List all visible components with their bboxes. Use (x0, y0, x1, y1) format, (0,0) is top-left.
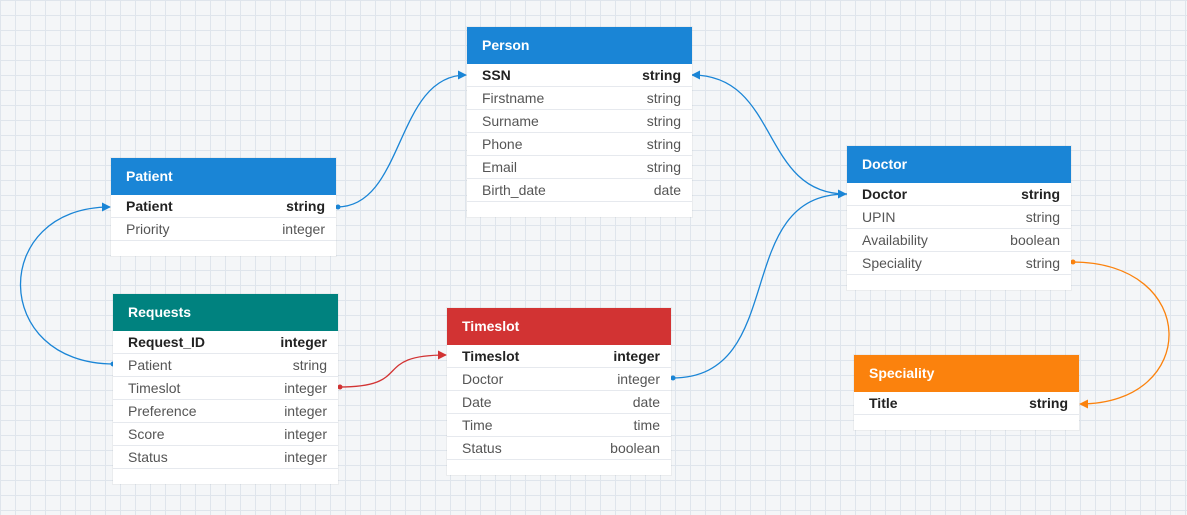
table-row[interactable]: Doctor integer (447, 368, 671, 391)
table-row[interactable]: Priority integer (111, 218, 336, 241)
connector-start-dot (1070, 259, 1076, 265)
connector-doctor-speciality[interactable] (1071, 261, 1170, 409)
table-row[interactable]: Timeslot integer (113, 377, 338, 400)
field-name: Status (462, 440, 502, 456)
connector-requests-timeslot[interactable] (338, 350, 447, 388)
connector-timeslot-doctor[interactable] (671, 189, 847, 379)
field-name: Score (128, 426, 165, 442)
field-name: Priority (126, 221, 170, 237)
field-name: Title (869, 395, 898, 411)
table-row[interactable]: Email string (467, 156, 692, 179)
field-type: string (642, 67, 681, 83)
field-name: Speciality (862, 255, 922, 271)
table-row[interactable]: Time time (447, 414, 671, 437)
field-name: Phone (482, 136, 523, 152)
field-name: Surname (482, 113, 539, 129)
field-name: Preference (128, 403, 197, 419)
connector-patient-person[interactable] (336, 70, 467, 208)
field-name: Patient (128, 357, 172, 373)
field-type: integer (617, 371, 660, 387)
field-type: boolean (1010, 232, 1060, 248)
table-row[interactable]: Request_ID integer (113, 331, 338, 354)
table-row[interactable]: Date date (447, 391, 671, 414)
field-name: Timeslot (128, 380, 181, 396)
field-name: Date (462, 394, 492, 410)
field-name: Doctor (462, 371, 504, 387)
field-name: Time (462, 417, 493, 433)
table-row[interactable]: Score integer (113, 423, 338, 446)
field-type: time (633, 417, 660, 433)
field-name: Status (128, 449, 168, 465)
field-type: string (292, 357, 327, 373)
field-type: string (646, 90, 681, 106)
field-type: string (646, 113, 681, 129)
table-row[interactable]: Surname string (467, 110, 692, 133)
field-name: Patient (126, 198, 173, 214)
field-name: Email (482, 159, 518, 175)
table-row[interactable]: Speciality string (847, 252, 1071, 275)
table-row[interactable]: Patient string (111, 195, 336, 218)
field-type: integer (282, 221, 325, 237)
table-row[interactable]: UPIN string (847, 206, 1071, 229)
field-type: integer (284, 449, 327, 465)
field-name: Doctor (862, 186, 908, 202)
table-row[interactable]: Timeslot integer (447, 345, 671, 368)
field-name: Availability (862, 232, 928, 248)
field-type: string (1021, 186, 1060, 202)
table-row[interactable]: Birth_date date (467, 179, 692, 202)
connector-start-dot (670, 375, 676, 381)
entity-patient[interactable]: Patient Patient string Priority integer (111, 158, 336, 256)
table-row[interactable]: Title string (854, 392, 1079, 415)
table-row[interactable]: Status boolean (447, 437, 671, 460)
entity-title[interactable]: Requests (113, 294, 338, 331)
entity-requests[interactable]: Requests Request_ID integer Patient stri… (113, 294, 338, 484)
field-type: date (632, 394, 660, 410)
entity-title[interactable]: Speciality (854, 355, 1079, 392)
field-name: SSN (482, 67, 511, 83)
field-name: Birth_date (482, 182, 546, 198)
entity-person[interactable]: Person SSN string Firstname string Surna… (467, 27, 692, 217)
field-name: Timeslot (462, 348, 520, 364)
table-row[interactable]: SSN string (467, 64, 692, 87)
connector-requests-patient[interactable] (19, 202, 115, 365)
connector-doctor-person[interactable] (691, 70, 855, 199)
field-type: string (646, 136, 681, 152)
field-type: string (1025, 255, 1060, 271)
field-type: integer (280, 334, 327, 350)
field-type: boolean (610, 440, 660, 456)
connector-start-dot (335, 204, 341, 210)
entity-title[interactable]: Timeslot (447, 308, 671, 345)
entity-speciality[interactable]: Speciality Title string (854, 355, 1079, 430)
field-type: string (1025, 209, 1060, 225)
field-name: Request_ID (128, 334, 206, 350)
table-row[interactable]: Doctor string (847, 183, 1071, 206)
field-type: integer (284, 403, 327, 419)
entity-title[interactable]: Patient (111, 158, 336, 195)
field-type: date (653, 182, 681, 198)
entity-title[interactable]: Person (467, 27, 692, 64)
entity-doctor[interactable]: Doctor Doctor string UPIN string Availab… (847, 146, 1071, 290)
field-type: integer (284, 380, 327, 396)
field-type: string (1029, 395, 1068, 411)
connector-start-dot (337, 384, 343, 390)
table-row[interactable]: Status integer (113, 446, 338, 469)
field-type: string (646, 159, 681, 175)
entity-title[interactable]: Doctor (847, 146, 1071, 183)
field-type: integer (284, 426, 327, 442)
field-type: integer (613, 348, 660, 364)
entity-timeslot[interactable]: Timeslot Timeslot integer Doctor integer… (447, 308, 671, 475)
table-row[interactable]: Availability boolean (847, 229, 1071, 252)
field-name: Firstname (482, 90, 545, 106)
field-type: string (286, 198, 325, 214)
table-row[interactable]: Phone string (467, 133, 692, 156)
table-row[interactable]: Preference integer (113, 400, 338, 423)
field-name: UPIN (862, 209, 896, 225)
table-row[interactable]: Patient string (113, 354, 338, 377)
table-row[interactable]: Firstname string (467, 87, 692, 110)
